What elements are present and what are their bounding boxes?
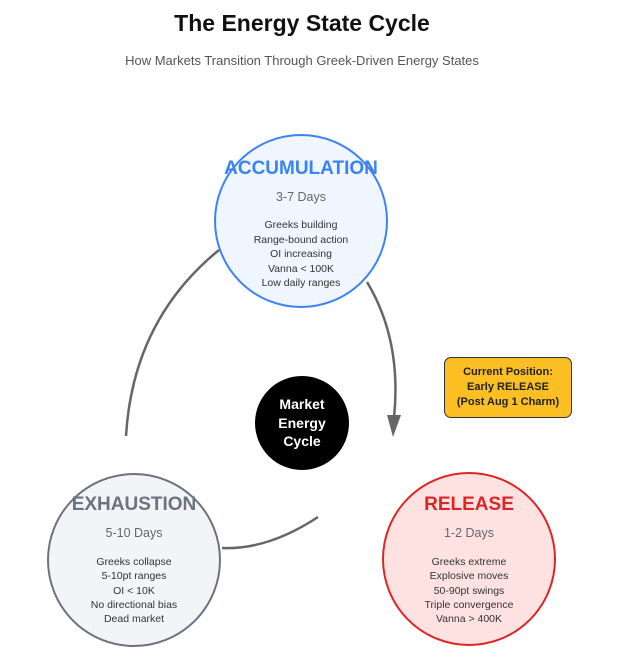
stage-duration: 3-7 Days: [276, 190, 326, 204]
stage-item: Dead market: [104, 613, 164, 625]
stage-item: 5-10pt ranges: [102, 570, 167, 582]
stage-item: Low daily ranges: [262, 277, 341, 289]
stage-item: Range-bound action: [254, 234, 349, 246]
stage-name: RELEASE: [424, 494, 514, 515]
badge-line: (Post Aug 1 Charm): [456, 396, 560, 408]
badge-line: Early RELEASE: [467, 381, 549, 393]
center-hub: Market Energy Cycle: [255, 376, 349, 470]
stage-item: No directional bias: [91, 599, 177, 611]
page-subtitle: How Markets Transition Through Greek-Dri…: [125, 53, 479, 68]
stage-item: Greeks extreme: [432, 556, 507, 568]
stage-item: Explosive moves: [430, 570, 509, 582]
stage-release: RELEASE 1-2 Days Greeks extreme Explosiv…: [382, 472, 556, 646]
stage-name: EXHAUSTION: [72, 494, 197, 515]
stage-accumulation: ACCUMULATION 3-7 Days Greeks building Ra…: [214, 134, 388, 308]
stage-item: Greeks building: [265, 219, 338, 231]
stage-item: Triple convergence: [425, 599, 514, 611]
stage-exhaustion: EXHAUSTION 5-10 Days Greeks collapse 5-1…: [47, 473, 221, 647]
accumulation-circle: [214, 134, 388, 308]
connector-exhaustion-to-accumulation: [124, 249, 220, 437]
center-label-line: Energy: [278, 415, 326, 431]
arrow-accumulation-to-release: [365, 281, 397, 419]
stage-item: OI < 10K: [113, 585, 155, 597]
stage-name: ACCUMULATION: [224, 158, 378, 179]
page-title: The Energy State Cycle: [174, 10, 430, 36]
current-position-badge: Current Position: Early RELEASE (Post Au…: [444, 357, 572, 418]
stage-duration: 5-10 Days: [106, 526, 163, 540]
stage-duration: 1-2 Days: [444, 526, 494, 540]
exhaustion-circle: [47, 473, 221, 647]
stage-item: 50-90pt swings: [434, 585, 505, 597]
badge-line: Current Position:: [463, 366, 553, 378]
center-circle: [255, 376, 349, 470]
stage-item: Vanna > 400K: [436, 613, 502, 625]
center-label-line: Market: [279, 396, 324, 412]
stage-item: Vanna < 100K: [268, 263, 334, 275]
connector-release-to-exhaustion: [221, 515, 319, 550]
stage-item: OI increasing: [270, 248, 332, 260]
stage-item: Greeks collapse: [96, 556, 171, 568]
center-label-line: Cycle: [283, 433, 321, 449]
release-circle: [382, 472, 556, 646]
arrowhead-icon: [387, 415, 401, 437]
